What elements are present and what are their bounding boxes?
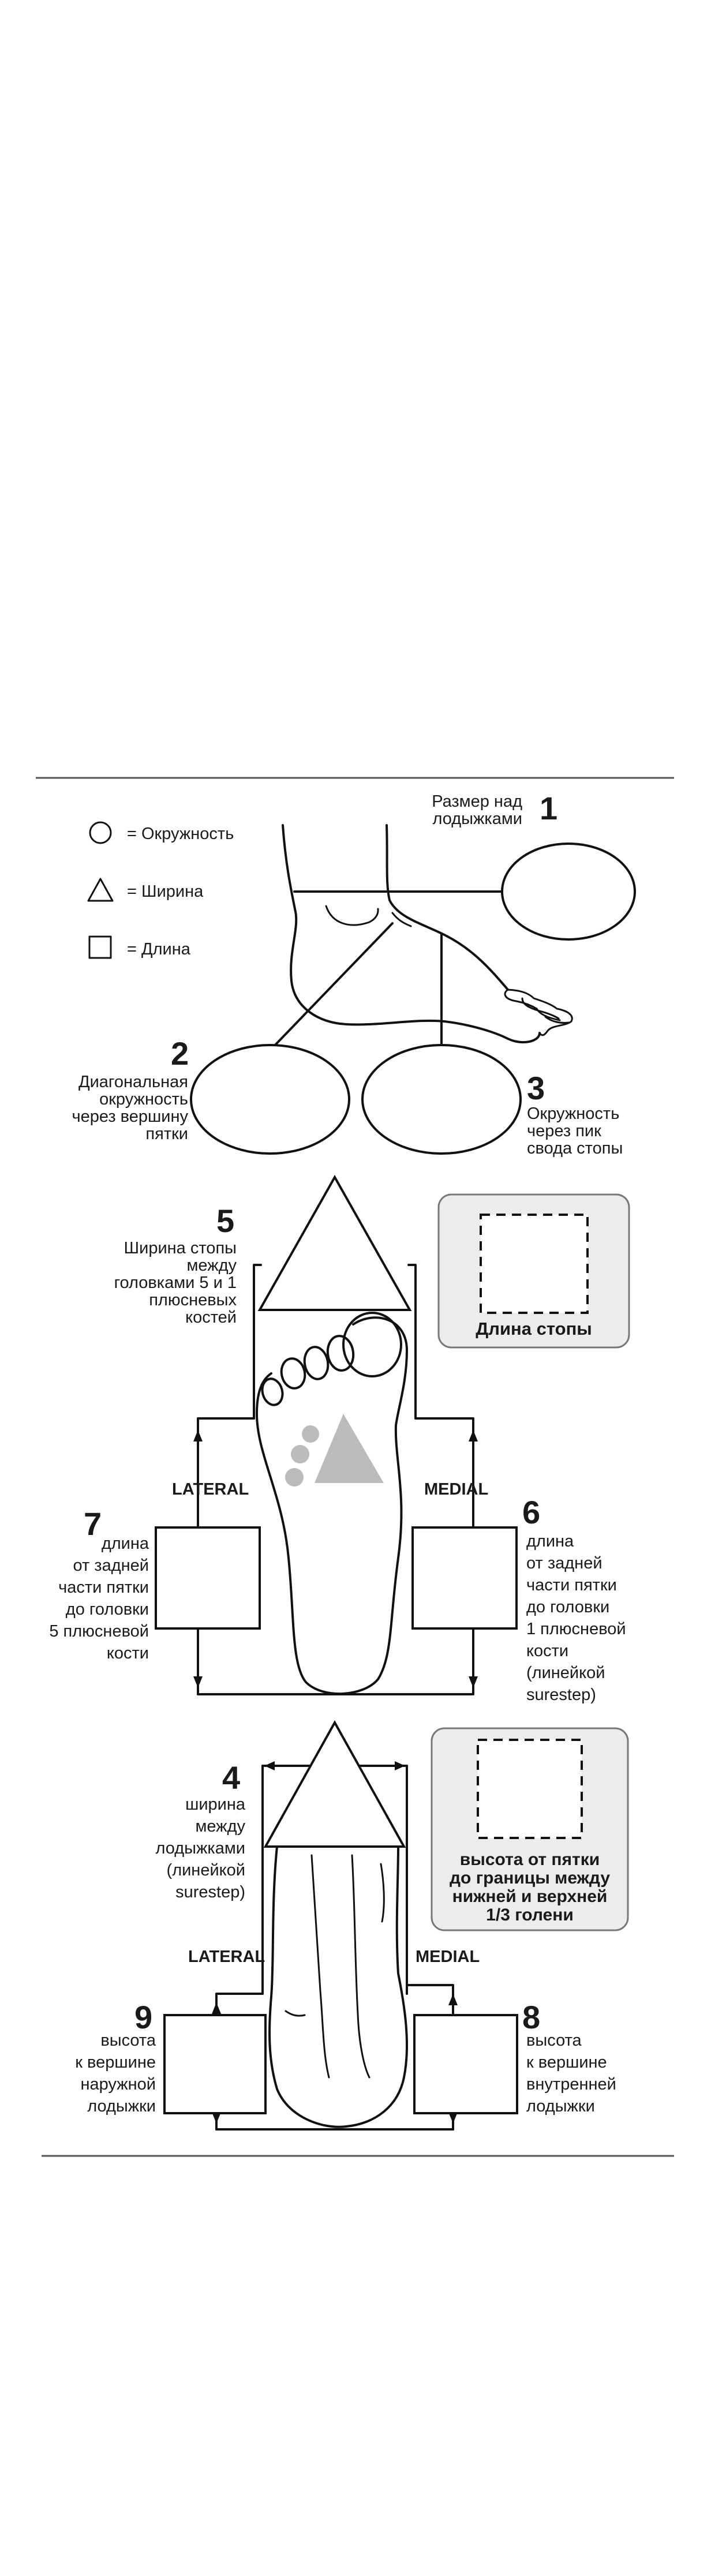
measurement-8-number: 8 [522, 1999, 540, 2035]
measurement-4-label-3: (линейкой [167, 1861, 245, 1879]
measurement-5-label-2: головками 5 и 1 [114, 1274, 237, 1292]
measurement-7-label-4: 5 плюсневой [49, 1622, 149, 1641]
measurement-5-label-0: Ширина стопы [124, 1239, 237, 1257]
calf-card-line-2: нижней и верхней [452, 1887, 608, 1906]
measurement-4-label-0: ширина [185, 1795, 246, 1814]
length-7-box [155, 1526, 261, 1630]
measurement-6-label-2: части пятки [526, 1576, 617, 1594]
dashed-square-icon [480, 1214, 589, 1314]
legend: = Окружность = Ширина = Длина [87, 821, 234, 959]
measurement-8-label-2: внутренней [526, 2075, 616, 2094]
measurement-2-label-2: через вершину [72, 1107, 188, 1126]
measurement-5-label-1: между [186, 1256, 237, 1275]
width-4-triangle [263, 1720, 406, 1848]
measurement-8-label-1: к вершине [526, 2053, 607, 2072]
measurement-4-number: 4 [222, 1759, 240, 1796]
height-8-box [413, 2014, 518, 2114]
measurement-4-label-4: surestep) [175, 1883, 245, 1901]
measurement-4-label-2: лодыжками [156, 1839, 246, 1858]
measurement-3-label-0: Окружность [527, 1104, 619, 1123]
measurement-9-label-3: лодыжки [87, 2097, 156, 2116]
measurement-6-number: 6 [522, 1494, 540, 1530]
measurement-5-number: 5 [216, 1203, 234, 1239]
measurement-7-label-5: кости [107, 1644, 149, 1663]
dashed-square-icon [477, 1739, 583, 1839]
measurement-1-label-1: лодыжками [433, 810, 523, 828]
measurement-5-label-4: костей [185, 1308, 237, 1327]
circumference-1-ellipse [501, 843, 636, 941]
lateral-label-back: LATERAL [188, 1948, 265, 1966]
width-5-triangle [257, 1174, 412, 1311]
lateral-label-sole: LATERAL [172, 1480, 249, 1499]
circumference-2-ellipse [190, 1044, 350, 1155]
measurement-3-number: 3 [527, 1070, 545, 1106]
calf-card-line-1: до границы между [450, 1869, 610, 1888]
measurement-1-number: 1 [540, 790, 557, 826]
calf-card-line-3: 1/3 голени [486, 1905, 574, 1924]
height-9-box [163, 2014, 267, 2114]
measurement-6-label-7: surestep) [526, 1686, 596, 1704]
measurement-7-label-0: длина [102, 1534, 149, 1553]
measurement-2-label-3: пятки [145, 1125, 188, 1143]
circle-icon [89, 821, 112, 844]
measurement-9-label-2: наружной [80, 2075, 156, 2094]
measurement-9-label-1: к вершине [75, 2053, 156, 2072]
measurement-7-label-3: до головки [66, 1600, 149, 1619]
measurement-9-number: 9 [134, 1999, 152, 2035]
triangle-icon [87, 878, 114, 902]
measurement-2-label-1: окружность [99, 1090, 188, 1109]
watermark-logo [285, 1414, 384, 1487]
measurement-7-label-1: от задней [73, 1556, 149, 1575]
sole-outline [256, 1316, 408, 1695]
legend-length: = Длина [127, 940, 191, 958]
measurement-7-number: 7 [84, 1506, 102, 1542]
foot-length-card: Длина стопы [437, 1193, 630, 1349]
legend-width: = Ширина [127, 882, 204, 901]
measurement-5-label-3: плюсневых [149, 1291, 237, 1309]
measurement-3-label-1: через пик [527, 1122, 601, 1140]
measurement-8-label-3: лодыжки [526, 2097, 595, 2116]
measurement-8-label-0: высота [526, 2031, 582, 2050]
side-foot-illustration [282, 824, 573, 1044]
measurement-2-label-0: Диагональная [78, 1073, 188, 1091]
medial-label-back: MEDIAL [416, 1948, 480, 1966]
measurement-4-label-1: между [195, 1817, 245, 1836]
measurement-6-label-6: (линейкой [526, 1664, 605, 1682]
measurement-2-number: 2 [171, 1035, 189, 1072]
calf-height-card: высота от пятки до границы между нижней … [431, 1727, 629, 1931]
foot-length-card-title: Длина стопы [476, 1319, 592, 1339]
length-6-box [411, 1526, 518, 1630]
measurement-1-label-0: Размер над [432, 792, 522, 811]
circumference-3-ellipse [361, 1044, 522, 1155]
measurement-6-label-0: длина [526, 1532, 574, 1551]
measurement-6-label-1: от задней [526, 1554, 603, 1572]
heel-back-view [268, 1845, 409, 2128]
medial-label-sole: MEDIAL [424, 1480, 488, 1499]
measurement-7-label-2: части пятки [58, 1578, 149, 1597]
square-icon [88, 935, 112, 959]
legend-circumference: = Окружность [127, 825, 234, 843]
measurement-6-label-4: 1 плюсневой [526, 1620, 626, 1638]
measurement-9-label-0: высота [100, 2031, 156, 2050]
calf-card-line-0: высота от пятки [460, 1850, 600, 1869]
measurement-6-label-3: до головки [526, 1598, 609, 1616]
measurement-3-label-2: свода стопы [527, 1139, 623, 1158]
measurement-6-label-5: кости [526, 1642, 568, 1660]
